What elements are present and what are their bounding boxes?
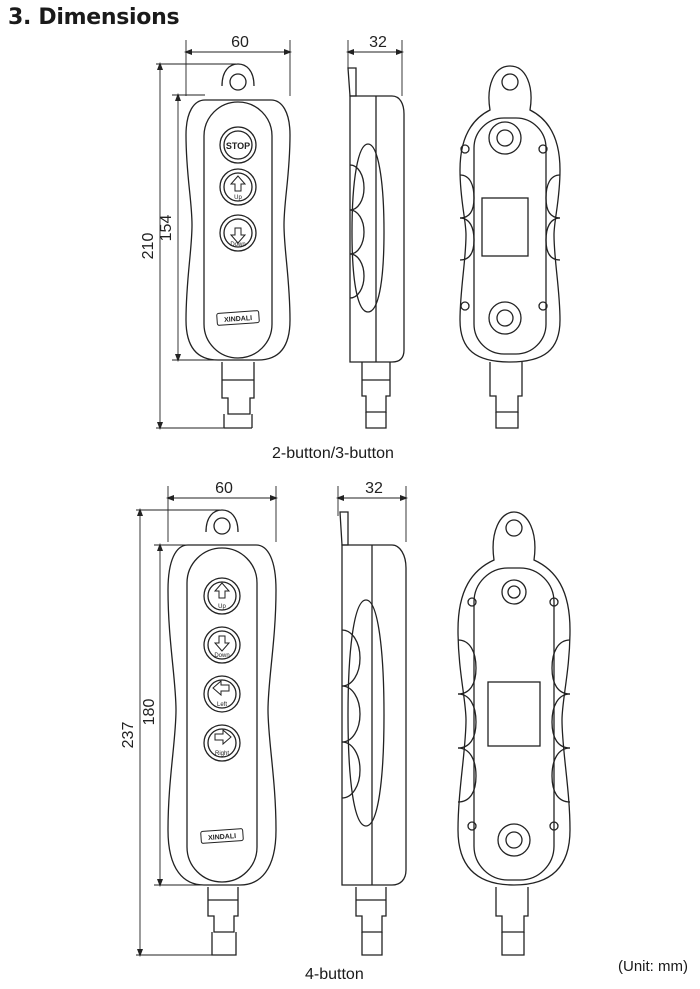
body-height-label: 154 — [158, 215, 175, 242]
overall-height-label: 210 — [140, 233, 157, 260]
brand-label: XINDALI — [208, 833, 236, 842]
depth-label: 32 — [365, 480, 383, 497]
button-label-left: Left — [217, 702, 227, 708]
button-label-right: Right — [215, 751, 229, 757]
caption-4-button: 4-button — [305, 966, 364, 983]
unit-note: (Unit: mm) — [618, 958, 688, 975]
section-title: 3. Dimensions — [8, 5, 180, 30]
button-label-down: Down — [214, 653, 229, 659]
width-label: 60 — [215, 480, 233, 497]
variant-top-back-view — [459, 65, 561, 429]
variant-bottom-back-view — [457, 511, 571, 956]
overall-height-label: 237 — [120, 722, 137, 749]
width-label: 60 — [231, 34, 249, 51]
depth-label: 32 — [369, 34, 387, 51]
caption-2-3-button: 2-button/3-button — [272, 445, 394, 462]
button-label-stop: STOP — [226, 141, 250, 151]
button-label-down: Down — [230, 242, 245, 248]
variant-bottom-front-view — [167, 509, 277, 956]
variant-bottom-dimensions — [136, 486, 408, 957]
variant-top-dimensions — [156, 40, 404, 430]
button-label-up: Up — [218, 604, 226, 610]
body-height-label: 180 — [141, 699, 158, 726]
variant-bottom-side-view — [339, 511, 407, 956]
button-label-up: Up — [234, 195, 242, 201]
variant-top-side-view — [347, 67, 405, 429]
variant-top-front-view — [185, 63, 291, 429]
brand-label: XINDALI — [224, 315, 252, 324]
